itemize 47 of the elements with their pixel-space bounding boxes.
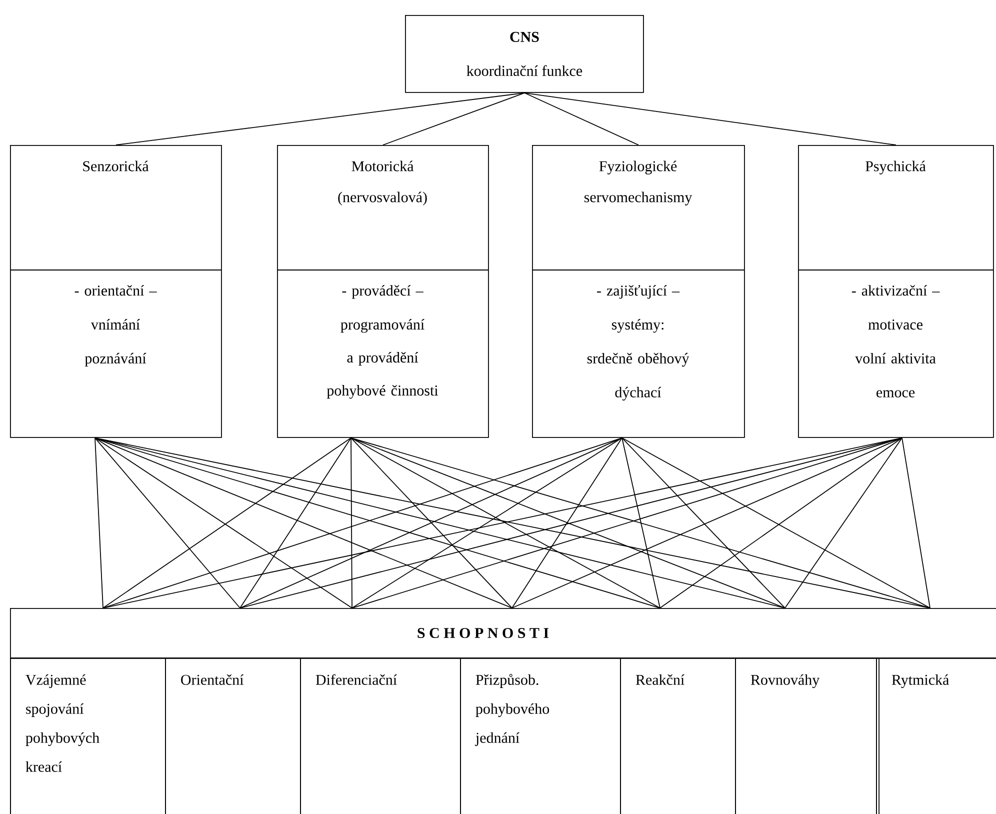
box-heading: Fyziologické servomechanismy [584, 160, 692, 206]
connector-line [94, 437, 512, 608]
connector-line [116, 92, 525, 146]
connector-line [512, 437, 902, 608]
box-text: emoce [876, 390, 915, 398]
box-heading: Motorická (nervosvalová) [338, 160, 427, 206]
table-cell: Vzájemné spojování pohybových kreací [10, 658, 166, 814]
connector-line [382, 92, 525, 146]
connector-line [350, 437, 786, 608]
table-cell: Přizpůsob. pohybového jednání [460, 658, 621, 814]
box-text: - prováděcí – [342, 285, 424, 299]
table-cell: Rytmická [876, 658, 996, 814]
box-heading: Psychická [866, 160, 926, 174]
connector-line [94, 437, 104, 608]
box-text: motivace [868, 320, 922, 330]
box-text: programování a provádění pohybové činnosti [326, 319, 438, 399]
table-cell: Reakční [620, 658, 736, 814]
connector-line [622, 437, 786, 608]
box-text: volní aktivita [855, 352, 936, 364]
table-cell: Orientační [165, 658, 301, 814]
box-text: systémy: [612, 319, 664, 333]
connector-line [240, 437, 902, 608]
box-text: - aktivizační – [852, 285, 940, 296]
connector-line [240, 437, 352, 608]
box-text: srdečně oběhový [587, 352, 690, 367]
table-cell: Diferenciační [300, 658, 461, 814]
box-text: dýchací [615, 386, 662, 400]
connector-line [524, 92, 896, 146]
connector-line [350, 437, 352, 608]
connector-line [512, 437, 622, 608]
connector-line [622, 437, 660, 608]
connector-line [94, 437, 786, 608]
connector-line [524, 92, 639, 146]
connector-line [622, 437, 930, 608]
cns-box: CNS koordinační funkce [405, 15, 644, 93]
connector-line [94, 437, 240, 608]
connector-line [660, 437, 902, 608]
connector-line [240, 437, 622, 608]
connector-line [784, 437, 902, 608]
box-heading: Senzorická [83, 160, 149, 172]
connector-line [902, 437, 930, 608]
box-text: - orientační – [74, 285, 157, 296]
table-cell: Rovnováhy [735, 658, 877, 814]
box-text: vnímání [90, 319, 140, 330]
connector-line [350, 437, 512, 608]
box-text: poznávání [84, 352, 146, 367]
box-text: - zajišťující – [597, 284, 680, 299]
